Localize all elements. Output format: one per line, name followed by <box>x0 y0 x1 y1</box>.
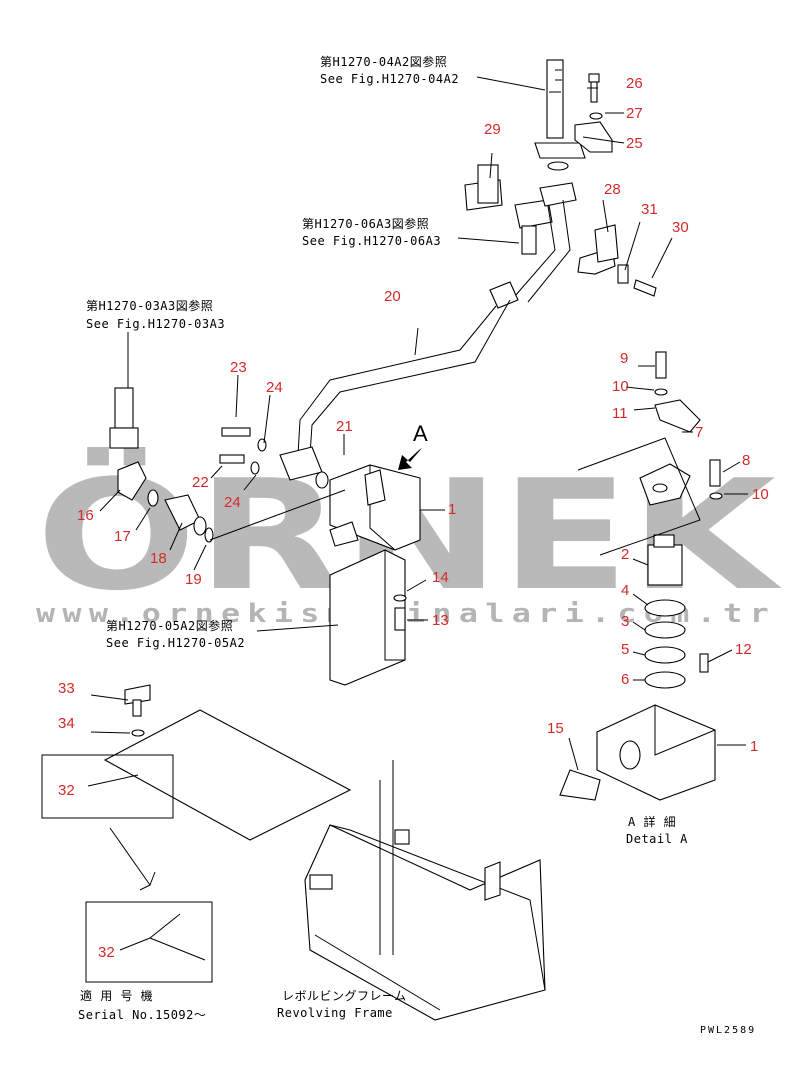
part-number-32b: 32 <box>98 944 115 961</box>
part-number-34: 34 <box>58 715 75 732</box>
ref-05a2-jp: 第H1270-05A2図参照 <box>106 618 233 633</box>
valve-block-assembly <box>209 427 421 686</box>
part-number-27: 27 <box>626 105 643 122</box>
part-number-28: 28 <box>604 181 621 198</box>
part-number-8: 8 <box>742 452 750 469</box>
part-number-4: 4 <box>621 582 629 599</box>
frame-label-en: Revolving Frame <box>277 1006 393 1020</box>
ref-05a2-en: See Fig.H1270-05A2 <box>106 636 245 650</box>
part-number-30: 30 <box>672 219 689 236</box>
part-number-11: 11 <box>612 405 628 422</box>
ref-06a3-jp: 第H1270-06A3図参照 <box>302 216 429 231</box>
view-a-arrow: A <box>398 421 428 470</box>
part-number-32a: 32 <box>58 782 75 799</box>
part-number-15: 15 <box>547 720 564 737</box>
detail-a-title-jp: A 詳 細 <box>628 814 676 829</box>
part-callouts: 26 27 25 29 28 31 30 20 9 10 11 7 8 10 2… <box>58 75 769 961</box>
part-number-13: 13 <box>432 612 449 629</box>
view-a-label: A <box>413 421 428 446</box>
ref-03a3-jp: 第H1270-03A3図参照 <box>86 298 213 313</box>
frame-label-jp: レボルビングフレーム <box>282 989 407 1003</box>
part-number-9: 9 <box>620 350 628 367</box>
part-number-7: 7 <box>695 424 703 441</box>
ref-03a3-en: See Fig.H1270-03A3 <box>86 317 225 331</box>
part-number-10b: 10 <box>752 486 769 503</box>
serial-label-jp: 適 用 号 機 <box>80 988 153 1003</box>
part-number-26: 26 <box>626 75 643 92</box>
part-number-17: 17 <box>114 528 131 545</box>
part-number-2: 2 <box>621 546 629 563</box>
part-number-1a: 1 <box>448 501 456 518</box>
drawing-code: PWL2589 <box>700 1025 756 1036</box>
pipe-20-assembly <box>297 164 657 456</box>
serial-label-en: Serial No.15092～ <box>78 1008 206 1022</box>
part-number-18: 18 <box>150 550 167 567</box>
part-number-20: 20 <box>384 288 401 305</box>
part-number-5: 5 <box>621 641 629 658</box>
part-number-33: 33 <box>58 680 75 697</box>
part-number-6: 6 <box>621 671 629 688</box>
part-number-14: 14 <box>432 569 449 586</box>
leader-lines <box>87 76 748 951</box>
ref-06a3-en: See Fig.H1270-06A3 <box>302 234 441 248</box>
part-number-24a: 24 <box>266 379 283 396</box>
left-fittings <box>109 387 214 543</box>
part-number-22: 22 <box>192 474 209 491</box>
detail-a-parts <box>559 351 723 801</box>
reference-labels: 第H1270-04A2図参照 See Fig.H1270-04A2 第H1270… <box>78 54 756 1036</box>
ref-04a2-en: See Fig.H1270-04A2 <box>320 72 459 86</box>
part-number-19: 19 <box>185 571 202 588</box>
top-pipe-assembly <box>534 59 613 171</box>
part-number-24b: 24 <box>224 494 241 511</box>
part-number-1b: 1 <box>750 738 758 755</box>
detail-a-title-en: Detail A <box>626 832 688 846</box>
part-number-23: 23 <box>230 359 247 376</box>
part-number-16: 16 <box>77 507 94 524</box>
ref-04a2-jp: 第H1270-04A2図参照 <box>320 54 447 69</box>
part-number-21: 21 <box>336 418 353 435</box>
part-number-3: 3 <box>621 613 629 630</box>
part-number-25: 25 <box>626 135 643 152</box>
part-number-10a: 10 <box>612 378 629 395</box>
part-number-31: 31 <box>641 201 658 218</box>
revolving-frame <box>304 760 546 1021</box>
part-number-12: 12 <box>735 641 752 658</box>
lower-plate-assembly <box>41 684 352 983</box>
part-number-29: 29 <box>484 121 501 138</box>
